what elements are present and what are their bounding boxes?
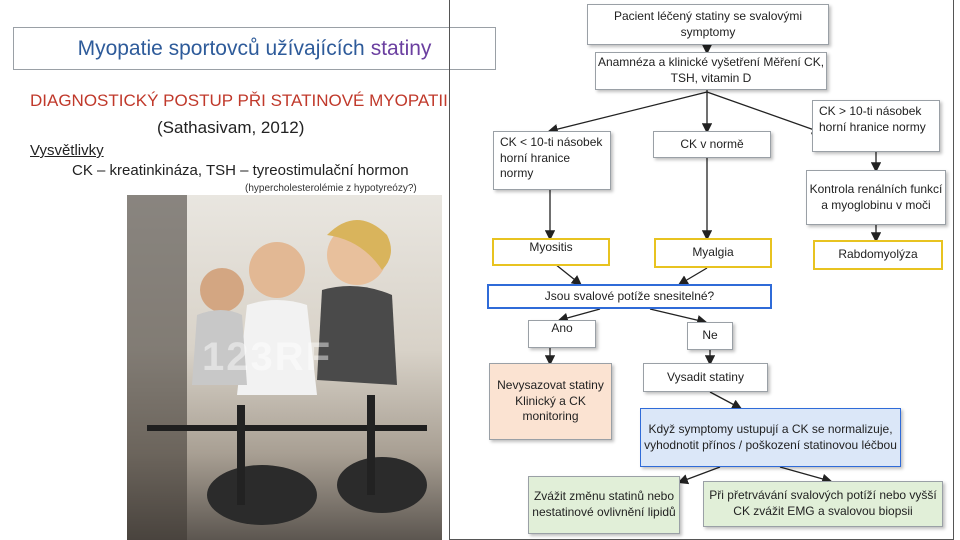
flow-persisting-symptoms: Při přetrvávání svalových potíží nebo vy… [703, 481, 943, 527]
flow-stop-statins: Vysadit statiny [643, 363, 768, 392]
flow-renal-check: Kontrola renálních funkcí a myoglobinu v… [806, 170, 946, 225]
slide-title-main: Myopatie sportovců užívajících [77, 36, 365, 60]
flow-continue-statins: Nevysazovat statiny Klinický a CK monito… [489, 363, 612, 440]
legend-note: (hypercholesterolémie z hypotyreózy?) [245, 183, 417, 194]
spinning-class-photo: 123RF [127, 195, 442, 540]
flow-yes: Ano [528, 320, 596, 348]
flow-ck-low: CK < 10-ti násobek horní hranice normy [493, 131, 611, 190]
flow-ck-normal: CK v normě [653, 131, 771, 158]
flow-start: Pacient léčený statiny se svalovými symp… [587, 4, 829, 45]
reference: (Sathasivam, 2012) [157, 118, 305, 137]
legend-title: Vysvětlivky [30, 142, 104, 159]
flow-no: Ne [687, 322, 733, 350]
flow-question: Jsou svalové potíže snesitelné? [487, 284, 772, 309]
flow-rhabdomyolysis: Rabdomyolýza [813, 240, 943, 270]
flow-evaluate: Když symptomy ustupují a CK se normalizu… [640, 408, 901, 467]
flow-consider-change: Zvážit změnu statinů nebo nestatinové ov… [528, 476, 680, 534]
section-heading: DIAGNOSTICKÝ POSTUP PŘI STATINOVÉ MYOPAT… [30, 91, 448, 110]
photo-illustration [127, 195, 427, 540]
flow-ck-high: CK > 10-ti násobek horní hranice normy [812, 100, 940, 152]
photo-watermark: 123RF [202, 335, 333, 379]
slide-title-accent: statiny [370, 36, 432, 60]
flow-exam: Anamnéza a klinické vyšetření Měření CK,… [595, 52, 827, 90]
flow-myalgia: Myalgia [654, 238, 772, 268]
legend-text: CK – kreatinkináza, TSH – tyreostimulačn… [72, 162, 409, 179]
flow-myositis: Myositis [492, 238, 610, 266]
slide-title: Myopatie sportovců užívajících statiny [13, 27, 496, 70]
